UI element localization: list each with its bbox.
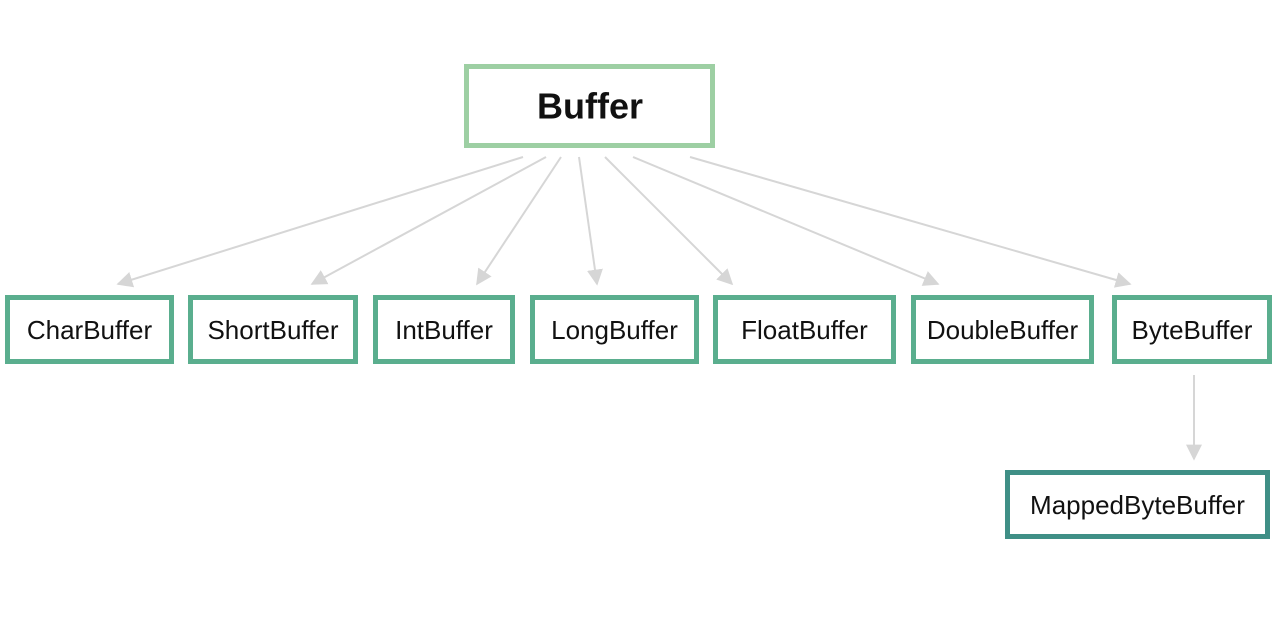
node-shortbuffer: ShortBuffer [188, 295, 358, 364]
node-charbuffer-box [5, 295, 174, 364]
edge-buffer-doublebuffer [632, 156, 940, 286]
node-floatbuffer: FloatBuffer [713, 295, 896, 364]
node-doublebuffer-box [911, 295, 1094, 364]
node-bytebuffer-box [1112, 295, 1272, 364]
edge-buffer-longbuffer [578, 156, 603, 286]
edge-buffer-charbuffer [116, 156, 524, 288]
node-charbuffer: CharBuffer [5, 295, 174, 364]
node-mappedbytebuffer-label: MappedByteBuffer [1030, 490, 1245, 520]
node-longbuffer: LongBuffer [530, 295, 699, 364]
edge-buffer-shortbuffer [310, 156, 547, 285]
edge-buffer-floatbuffer [604, 156, 734, 286]
node-shortbuffer-box [188, 295, 358, 364]
node-intbuffer: IntBuffer [373, 295, 515, 364]
node-floatbuffer-box [713, 295, 896, 364]
edge-buffer-bytebuffer [689, 156, 1132, 288]
node-doublebuffer-label: DoubleBuffer [927, 315, 1079, 345]
node-bytebuffer-label: ByteBuffer [1132, 315, 1253, 345]
node-mappedbytebuffer: MappedByteBuffer [1005, 470, 1270, 539]
node-mappedbytebuffer-box [1005, 470, 1270, 539]
node-floatbuffer-label: FloatBuffer [741, 315, 868, 345]
node-intbuffer-label: IntBuffer [395, 315, 493, 345]
node-longbuffer-label: LongBuffer [551, 315, 678, 345]
node-buffer-label: Buffer [537, 86, 643, 127]
node-buffer: Buffer [464, 64, 715, 148]
node-doublebuffer: DoubleBuffer [911, 295, 1094, 364]
node-charbuffer-label: CharBuffer [27, 315, 153, 345]
node-intbuffer-box [373, 295, 515, 364]
edges [116, 156, 1202, 461]
node-shortbuffer-label: ShortBuffer [207, 315, 338, 345]
node-longbuffer-box [530, 295, 699, 364]
edge-buffer-intbuffer [476, 156, 562, 286]
node-bytebuffer: ByteBuffer [1112, 295, 1272, 364]
node-buffer-box [464, 64, 715, 148]
